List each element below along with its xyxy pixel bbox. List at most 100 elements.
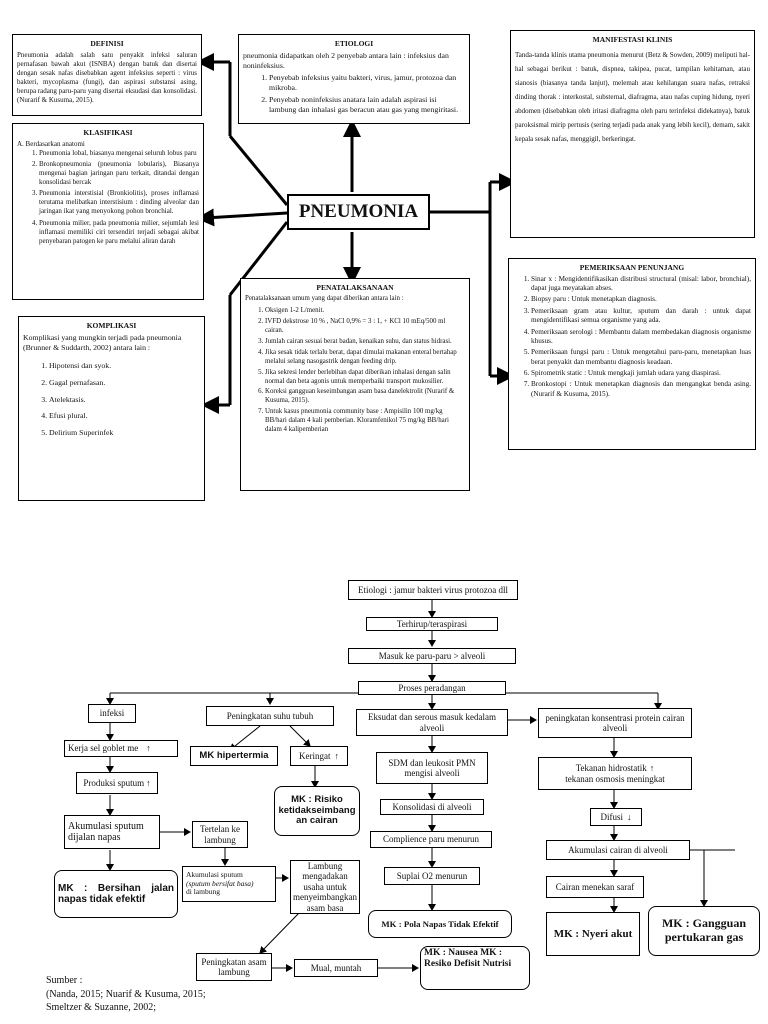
klasifikasi-title: KLASIFIKASI (83, 128, 133, 137)
klasifikasi-list: Pneumonia lobal, biasanya mengenai selur… (17, 149, 199, 246)
etiologi-item: Penyebab infeksius yaitu bakteri, virus,… (269, 73, 465, 93)
flow-tekanan-2: tekanan osmosis meningkat (565, 773, 665, 784)
komplikasi-item: Delirium Superinfek (49, 426, 200, 441)
etiologi-intro: pneumonia didapatkan oleh 2 penyebab ant… (243, 50, 449, 70)
pemeriksaan-item: Bronkostopi : Untuk menetapkan diagnosis… (531, 380, 751, 399)
klasifikasi-sub: A. Berdasarkan anatomi (17, 139, 85, 148)
flow-mk-risiko: MK : Risiko ketidakseimbang an cairan (274, 786, 360, 836)
flow-tertelan: Tertelan ke lambung (192, 821, 248, 848)
pemeriksaan-item: Pemeriksaan fungsi paru : Untuk mengetah… (531, 348, 751, 367)
flow-akumulasi-cairan: Akumulasi cairan di alveoli (546, 840, 690, 860)
flow-cairan-saraf: Cairan menekan saraf (546, 876, 644, 898)
flow-akumulasi-lambung-1: Akumulasi sputum (186, 870, 243, 880)
klasifikasi-item: Pneumonia lobal, biasanya mengenai selur… (39, 149, 199, 158)
flow-mk-nausea-label: MK : Nausea MK : Resiko Defisit Nutrisi (424, 948, 512, 969)
flow-terhirup: Terhirup/teraspirasi (366, 617, 498, 631)
source-line-1: (Nanda, 2015; Nuarif & Kusuma, 2015; (46, 988, 206, 1000)
flow-etiologi: Etiologi : jamur bakteri virus protozoa … (348, 580, 518, 600)
flow-keringat-label: Keringat (299, 750, 331, 761)
flow-mk-hipertermia: MK hipertermia (190, 746, 278, 766)
manifestasi-title: MANIFESTASI KLINIS (592, 35, 673, 44)
up-arrow-icon (335, 751, 340, 761)
komplikasi-item: Efusi plural. (49, 409, 200, 424)
flow-infeksi: infeksi (88, 704, 136, 723)
source-note: Sumber : (Nanda, 2015; Nuarif & Kusuma, … (46, 974, 206, 1015)
komplikasi-item: Atelektasis. (49, 393, 200, 408)
flow-tekanan: Tekanan hidrostatik tekanan osmosis meni… (538, 757, 692, 790)
flow-masuk: Masuk ke paru-paru > alveoli (348, 648, 516, 664)
penatalaksanaan-item: Jika sekresi lender berlebihan dapat dib… (265, 369, 465, 387)
penatalaksanaan-item: Jumlah cairan sesuai berat badan, kenaik… (265, 338, 465, 347)
flow-peradangan: Proses peradangan (358, 681, 506, 695)
flow-tekanan-1-label: Tekanan hidrostatik (575, 763, 647, 774)
definisi-title: DEFINISI (90, 39, 124, 48)
etiologi-item: Penyebab noninfeksius anatara lain adala… (269, 95, 465, 115)
flow-akumulasi-sputum: Akumulasi sputum dijalan napas (64, 815, 160, 849)
pemeriksaan-title: PEMERIKSAAN PENUNJANG (579, 263, 685, 272)
flow-difusi-label: Difusi (600, 811, 624, 822)
pemeriksaan-item: Pemeriksaan gram atau kultur, sputum dan… (531, 307, 751, 326)
flow-sdm: SDM dan leukosit PMN mengisi alveoli (376, 752, 488, 784)
flow-mk-gangguan: MK : Gangguan pertukaran gas (648, 906, 760, 956)
flow-akumulasi-lambung-2: (sputum bersifat basa) (186, 878, 254, 888)
penatalaksanaan-item: Untuk kasus pneumonia community base : A… (265, 408, 465, 435)
flow-konsolidasi: Konsolidasi di alveoli (380, 799, 484, 815)
etiologi-box: ETIOLOGI pneumonia didapatkan oleh 2 pen… (238, 34, 470, 124)
penatalaksanaan-item: Jika sesak tidak terlalu berat, dapat di… (265, 349, 465, 367)
klasifikasi-item: Pneumonia interstisial (Bronkiolitis), p… (39, 189, 199, 216)
flow-mk-nyeri: MK : Nyeri akut (546, 912, 640, 956)
source-line-2: Smeltzer & Suzanne, 2002; (46, 1002, 156, 1013)
komplikasi-list: Hipotensi dan syok. Gagal pernafasan. Atel… (23, 359, 200, 441)
etiologi-list: Penyebab infeksius yaitu bakteri, virus,… (243, 73, 465, 116)
flow-tekanan-1: Tekanan hidrostatik (576, 763, 655, 773)
penatalaksanaan-list: Oksigen 1-2 L/menit. IVFD dekstrose 10 % … (245, 307, 465, 436)
pemeriksaan-item: Biopsy paru : Untuk menetapkan diagnosis… (531, 295, 751, 304)
flow-mk-pola: MK : Pola Napas Tidak Efektif (368, 910, 512, 938)
definisi-text: Pneumonia adalah salah satu penyakit inf… (17, 50, 197, 105)
klasifikasi-item: Bronkopneumonia (pneumonia lobularis), B… (39, 160, 199, 187)
komplikasi-box: KOMPLIKASI Komplikasi yang mungkin terja… (18, 316, 205, 501)
center-title: PNEUMONIA (287, 194, 430, 230)
up-arrow-icon (146, 778, 151, 788)
flow-protein: peningkatan konsentrasi protein cairan a… (538, 708, 692, 738)
flow-eksudat: Eksudat dan serous masuk kedalam alveoli (356, 709, 508, 736)
pemeriksaan-item: Sinar x : Mengidentifikasikan distribusi… (531, 275, 751, 294)
komplikasi-title: KOMPLIKASI (86, 321, 137, 330)
komplikasi-intro: Komplikasi yang mungkin terjadi pada pne… (23, 332, 182, 352)
flow-keringat: Keringat (290, 746, 348, 766)
flow-complience: Complience paru menurun (370, 831, 492, 848)
flow-produksi: Produksi sputum (76, 772, 158, 794)
flow-mk-bersihan: MK : Bersihan jalan napas tidak efektif (54, 870, 178, 918)
flow-asam: Peningkatan asam lambung (196, 953, 272, 981)
source-label: Sumber : (46, 975, 83, 986)
flow-akumulasi-lambung-3: di lambung (186, 887, 220, 897)
komplikasi-item: Hipotensi dan syok. (49, 359, 200, 374)
flow-suplai: Suplai O2 menurun (384, 867, 480, 885)
manifestasi-box: MANIFESTASI KLINIS Tanda-tanda klinis ut… (510, 30, 755, 238)
flow-suhu: Peningkatan suhu tubuh (206, 706, 334, 726)
pemeriksaan-box: PEMERIKSAAN PENUNJANG Sinar x : Mengiden… (508, 258, 756, 450)
komplikasi-item: Gagal pernafasan. (49, 376, 200, 391)
pemeriksaan-list: Sinar x : Mengidentifikasikan distribusi… (513, 275, 751, 399)
pemeriksaan-item: Spirometrik static : Untuk mengkaji juml… (531, 369, 751, 378)
klasifikasi-item: Pneumonia milier, pada pneumonia milier,… (39, 219, 199, 246)
flow-mk-nausea: MK : Nausea MK : Resiko Defisit Nutrisi (420, 946, 530, 990)
flow-mual: Mual, muntah (294, 959, 378, 977)
flow-goblet: Kerja sel goblet me (64, 740, 178, 757)
penatalaksanaan-item: IVFD dekstrose 10 % , NaCl 0,9% = 3 : 1,… (265, 318, 465, 336)
up-arrow-icon (650, 763, 655, 773)
penatalaksanaan-box: PENATALAKSANAAN Penatalaksanaan umum yan… (240, 278, 470, 491)
penatalaksanaan-item: Oksigen 1-2 L/menit. (265, 307, 465, 316)
penatalaksanaan-title: PENATALAKSANAAN (316, 283, 394, 292)
penatalaksanaan-intro: Penatalaksanaan umum yang dapat diberika… (245, 294, 404, 302)
down-arrow-icon (627, 812, 632, 822)
manifestasi-text: Tanda-tanda klinis utama pneumonia menur… (515, 50, 750, 143)
definisi-box: DEFINISI Pneumonia adalah salah satu pen… (12, 34, 202, 116)
penatalaksanaan-item: Koreksi gangguan keseimbangan asam basa … (265, 388, 465, 406)
flow-akumulasi-lambung: Akumulasi sputum (sputum bersifat basa) … (182, 866, 276, 902)
flow-difusi: Difusi (590, 808, 642, 826)
flow-goblet-label: Kerja sel goblet me (68, 743, 139, 754)
flow-produksi-label: Produksi sputum (83, 777, 145, 788)
flow-lambung: Lambung mengadakan usaha untuk menyeimba… (290, 860, 360, 914)
pemeriksaan-item: Pemeriksaan serologi : Membantu dalam me… (531, 328, 751, 347)
